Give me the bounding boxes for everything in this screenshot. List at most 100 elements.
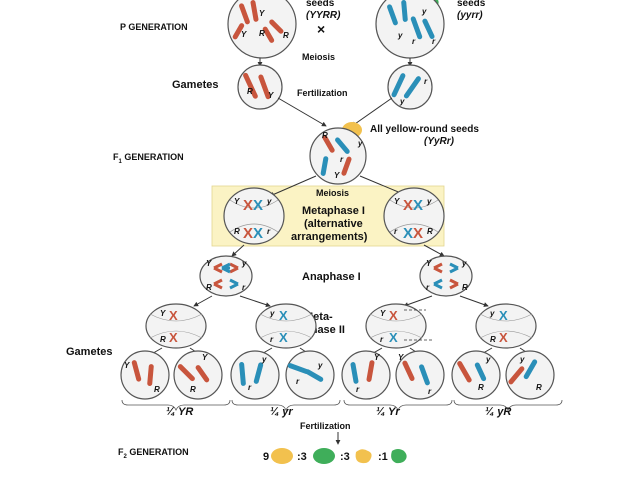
svg-text:r: r [242,283,246,292]
svg-text:Y: Y [206,259,212,268]
metaphase-1-line1: Metaphase I [302,205,365,217]
svg-text:X: X [389,330,398,345]
metaphase-1-left-cell: X X X X Y y R r [223,187,285,245]
svg-text:y: y [421,7,427,16]
svg-text:Y: Y [268,91,274,100]
fertilization-label-top: Fertilization [297,88,348,98]
svg-text:R: R [259,29,265,38]
gametes-top-label: Gametes [172,79,218,91]
svg-text:R: R [536,383,542,392]
svg-text:R: R [462,283,468,292]
svg-text:r: r [267,227,271,236]
svg-text:y: y [399,97,405,106]
gamete-cell-1: Y R [120,350,170,400]
svg-text:y: y [489,309,495,318]
svg-text:y: y [269,309,275,318]
svg-text:Y: Y [380,309,386,318]
svg-text:X: X [279,330,288,345]
svg-text:r: r [426,283,430,292]
svg-text:R: R [234,227,240,236]
f1-seeds-label: All yellow-round seeds [370,124,479,135]
svg-text:r: r [248,383,252,392]
svg-text:Y: Y [398,353,404,362]
p-generation-label: P GENERATION [120,22,188,32]
svg-text:y: y [426,197,432,206]
svg-text:R: R [154,385,160,394]
ratio-3a-text: :3 [297,451,307,463]
svg-text:R: R [490,335,496,344]
svg-text:R: R [283,31,289,40]
svg-text:r: r [428,387,432,396]
svg-text:R: R [322,131,328,140]
svg-text:X: X [253,197,263,214]
svg-text:r: r [270,335,274,344]
metaphase-1-line3: arrangements) [291,231,368,243]
svg-text:r: r [380,335,384,344]
svg-text:y: y [317,361,323,370]
seeds-right-label: seeds [457,0,486,9]
gamete-cell-2: Y R [173,350,223,400]
svg-text:r: r [412,37,416,46]
svg-text:r: r [432,37,436,46]
svg-text:Y: Y [124,361,130,370]
ratio-1-text: :1 [378,451,388,463]
meiosis-label-middle: Meiosis [316,188,349,198]
gamete-yr-dominant-cell: R Y [237,64,283,110]
svg-text:R: R [160,335,166,344]
seeds-right-genotype: (yyrr) [457,10,483,21]
svg-text:r: r [356,385,360,394]
seed-green-wrinkled-f2-icon [391,449,407,464]
seeds-left-genotype: (YYRR) [306,10,341,21]
svg-text:X: X [403,225,413,242]
anaphase-1-label: Anaphase I [302,271,361,283]
svg-text:X: X [403,197,413,214]
svg-text:X: X [243,197,253,214]
ratio-9-text: 9 [263,451,269,463]
svg-text:X: X [413,197,423,214]
cross-symbol: × [317,21,325,37]
seed-yellow-wrinkled-f2-icon [355,449,372,464]
svg-text:X: X [169,330,178,345]
anaphase-1-left-cell: Y y R r [199,255,253,297]
metaphase-2-cell-4: X X y R [475,303,537,349]
f1-cell-yyrr: R y r Y [309,127,367,185]
svg-text:y: y [241,259,247,268]
svg-text:R: R [206,283,212,292]
anaphase-1-right-cell: Y y r R [419,255,473,297]
svg-text:r: r [394,227,398,236]
svg-text:r: r [340,155,344,164]
brace-yr-recessive [231,399,341,412]
seeds-left-label: seeds [306,0,335,9]
metaphase-1-line2: (alternative [304,218,363,230]
ratio-3b-text: :3 [340,451,350,463]
svg-text:R: R [190,385,196,394]
svg-text:R: R [478,383,484,392]
svg-text:X: X [389,308,398,323]
gamete-cell-7: y R [451,350,501,400]
f1-generation-label: F1 GENERATION [113,152,184,165]
metaphase-2-cell-3: X X Y r [365,303,427,349]
svg-text:X: X [279,308,288,323]
svg-text:Y: Y [426,259,432,268]
seed-yellow-round-f2-icon [271,448,293,464]
svg-text:Y: Y [241,30,247,39]
metaphase-1-right-cell: X X X X Y y r R [383,187,445,245]
svg-text:Y: Y [202,353,208,362]
metaphase-2-cell-1: X X Y R [145,303,207,349]
seed-green-round-f2-icon [313,448,335,464]
svg-text:y: y [519,355,525,364]
metaphase-2-cell-2: X X y r [255,303,317,349]
brace-yr-dominant [121,399,231,412]
svg-text:y: y [397,31,403,40]
svg-text:y: y [461,259,467,268]
p-cell-yyrr-recessive: y y r r [375,0,445,59]
svg-text:Y: Y [234,197,240,206]
svg-text:X: X [499,308,508,323]
fraction-yr-recessive: ¼ yr [270,406,293,418]
svg-text:r: r [424,77,428,86]
fraction-yr-mixed-1: ¼ Yr [376,406,400,418]
gamete-yr-recessive-cell: r y [387,64,433,110]
svg-text:R: R [247,87,253,96]
svg-text:X: X [243,225,253,242]
